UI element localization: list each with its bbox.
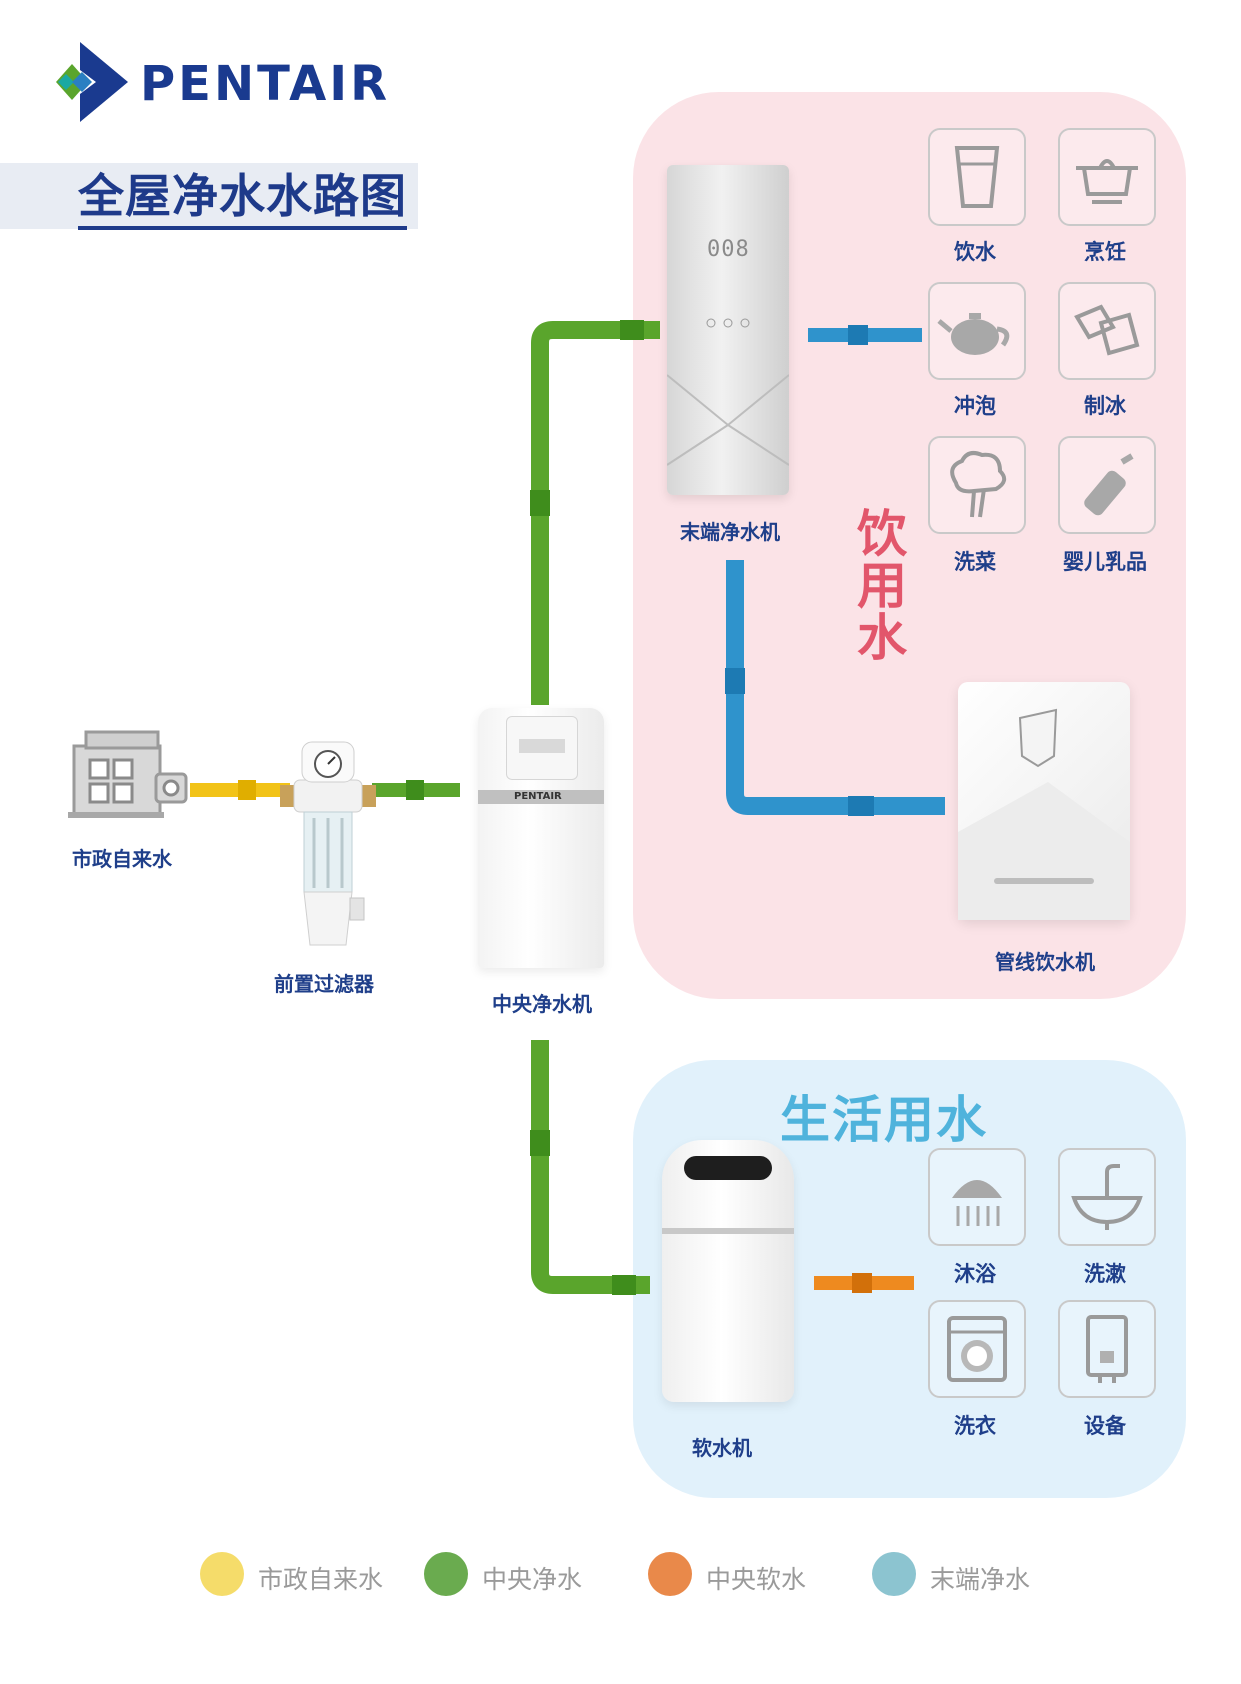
terminal-display: 008 xyxy=(707,237,750,262)
use-label-cook: 烹饪 xyxy=(1084,240,1126,264)
municipal-building-icon xyxy=(68,730,188,818)
use-label-brew: 冲泡 xyxy=(954,394,996,418)
page-title: 全屋净水水路图 xyxy=(78,168,407,230)
use-tile-cook xyxy=(1058,128,1156,226)
cooking-pot-icon xyxy=(1076,159,1138,204)
teapot-icon xyxy=(937,313,1010,355)
municipal-label: 市政自来水 xyxy=(72,847,172,871)
central-control-panel xyxy=(506,716,578,780)
prefilter-device-icon xyxy=(280,741,376,946)
central-band xyxy=(478,790,604,804)
pipeline-dispenser-device xyxy=(958,682,1130,920)
use-tile-brew xyxy=(928,282,1026,380)
central-purifier-device: PENTAIR xyxy=(478,708,604,968)
central-display xyxy=(519,739,565,753)
shower-icon xyxy=(952,1180,1002,1226)
central-purifier-label: 中央净水机 xyxy=(492,992,592,1016)
softener-display xyxy=(684,1156,772,1180)
legend-dot-terminal xyxy=(872,1552,916,1596)
legend-dot-central xyxy=(424,1552,468,1596)
use-tile-shower xyxy=(928,1148,1026,1246)
legend-label-central: 中央净水 xyxy=(482,1565,583,1594)
sink-icon xyxy=(1071,1164,1143,1230)
use-label-baby: 婴儿乳品 xyxy=(1063,550,1147,574)
legend-label-soft: 中央软水 xyxy=(706,1565,807,1594)
use-tile-equipment xyxy=(1058,1300,1156,1398)
living-water-title: 生活用水 xyxy=(780,1091,988,1149)
use-tile-drink xyxy=(928,128,1026,226)
legend-label-municipal: 市政自来水 xyxy=(258,1565,384,1594)
use-label-veg: 洗菜 xyxy=(954,550,996,574)
broccoli-icon xyxy=(950,451,1007,518)
pipeline-dispenser-label: 管线饮水机 xyxy=(995,950,1095,974)
use-label-drink: 饮水 xyxy=(954,240,996,264)
dispenser-facets xyxy=(958,708,1130,920)
terminal-facets xyxy=(667,318,789,466)
use-tile-baby xyxy=(1058,436,1156,534)
terminal-purifier-label: 末端净水机 xyxy=(680,520,780,544)
cup-icon xyxy=(954,146,1000,208)
ice-cube-icon xyxy=(1074,304,1140,356)
use-tile-laundry xyxy=(928,1300,1026,1398)
softener-band xyxy=(662,1228,794,1234)
water-heater-icon xyxy=(1086,1315,1128,1383)
use-tile-sink xyxy=(1058,1148,1156,1246)
legend-label-terminal: 末端净水 xyxy=(930,1565,1031,1594)
legend-dot-municipal xyxy=(200,1552,244,1596)
use-label-equipment: 设备 xyxy=(1084,1414,1126,1438)
use-tile-veg xyxy=(928,436,1026,534)
legend-dot-soft xyxy=(648,1552,692,1596)
terminal-purifier-device: 008 xyxy=(667,165,789,495)
use-tile-ice xyxy=(1058,282,1156,380)
title-band xyxy=(0,163,418,229)
brand-name: PENTAIR xyxy=(140,56,391,112)
use-label-shower: 沐浴 xyxy=(954,1262,996,1286)
use-label-sink: 洗漱 xyxy=(1084,1262,1126,1286)
use-label-ice: 制冰 xyxy=(1084,394,1126,418)
washing-machine-icon xyxy=(947,1316,1007,1382)
drinking-water-title: 饮用水 xyxy=(857,505,907,667)
central-brand-text: PENTAIR xyxy=(514,791,562,802)
baby-bottle-icon xyxy=(1084,453,1134,516)
pentair-logo-icon xyxy=(56,42,128,122)
prefilter-label: 前置过滤器 xyxy=(274,972,374,996)
softener-device xyxy=(662,1140,794,1402)
use-label-laundry: 洗衣 xyxy=(954,1414,996,1438)
softener-label: 软水机 xyxy=(692,1436,752,1460)
